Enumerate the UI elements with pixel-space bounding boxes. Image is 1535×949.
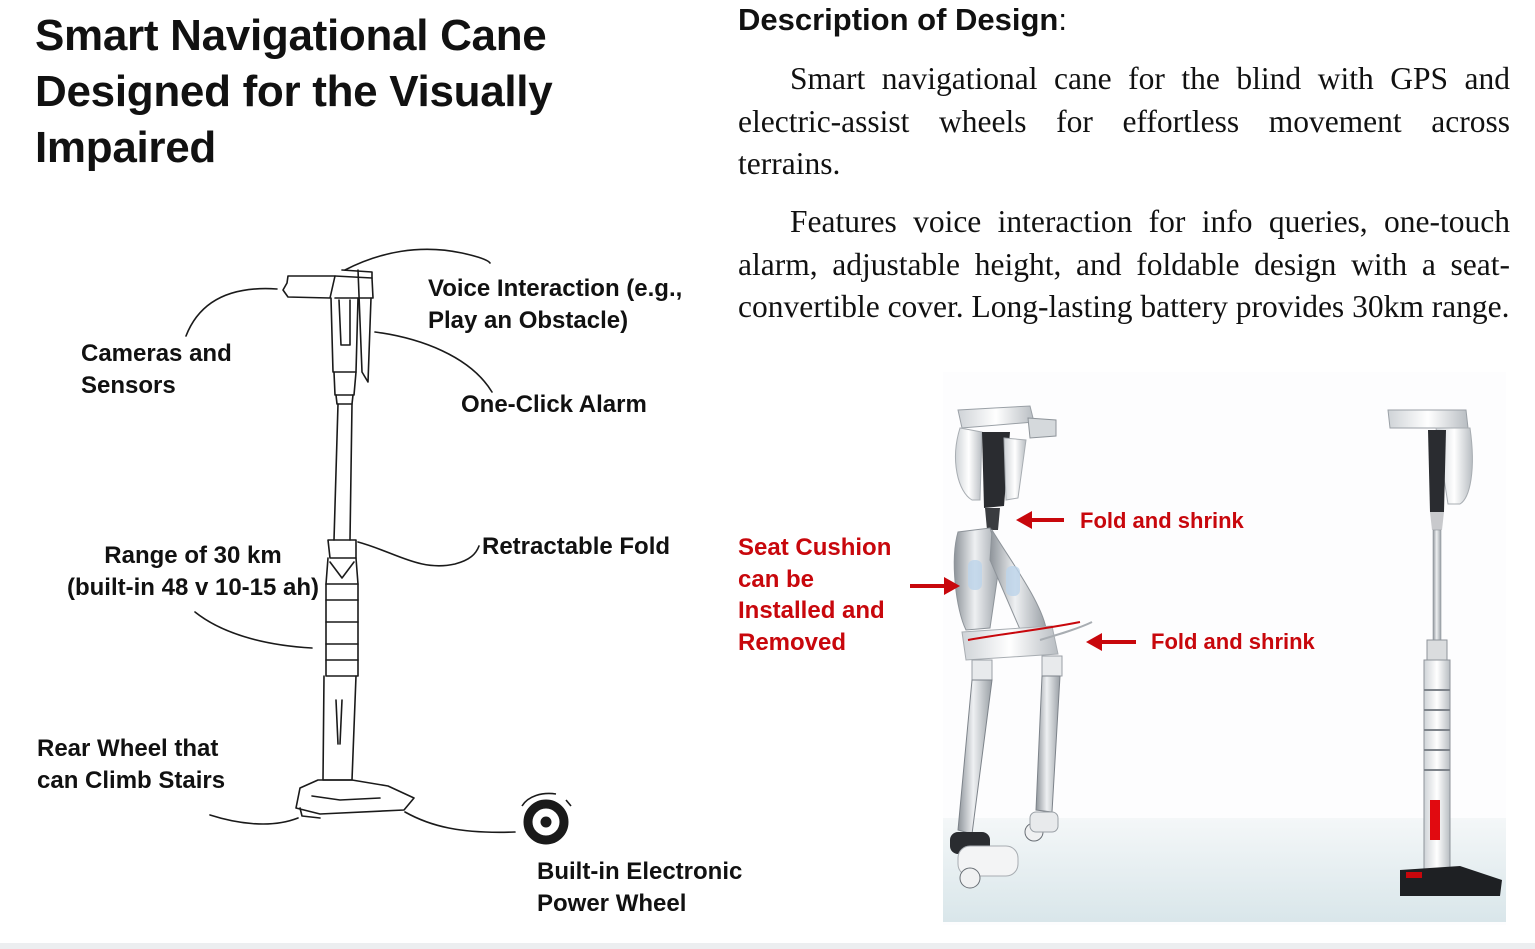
- label-seat-cushion-line-2: can be: [738, 565, 815, 593]
- power-wheel-sketch: [521, 792, 572, 845]
- label-voice-interaction: Voice Interaction (e.g., Play an Obstacl…: [428, 273, 682, 336]
- description-paragraph-1: Smart navigational cane for the blind wi…: [738, 61, 1510, 181]
- label-seat-cushion-line-1: Seat Cushion: [738, 534, 892, 561]
- label-range-line-2: (built-in 48 v 10-15 ah): [66, 573, 320, 601]
- title-line-3: Impaired: [35, 123, 216, 172]
- label-range: Range of 30 km (built-in 48 v 10-15 ah): [36, 540, 350, 603]
- upright-cane-render: [1387, 409, 1502, 896]
- label-power-wheel-line-1: Built-in Electronic: [537, 858, 743, 885]
- label-fold-shrink-top: Fold and shrink: [1080, 508, 1244, 533]
- label-rear-wheel: Rear Wheel that can Climb Stairs: [37, 733, 225, 796]
- label-fold-shrink-bottom: Fold and shrink: [1151, 629, 1315, 654]
- label-cameras-sensors: Cameras and Sensors: [81, 338, 232, 401]
- label-retractable-fold: Retractable Fold: [482, 533, 671, 560]
- description-heading-text: Description of Design: [738, 2, 1059, 37]
- description-heading-colon: :: [1058, 2, 1067, 37]
- label-cameras-sensors-line-1: Cameras and: [81, 340, 232, 367]
- label-seat-cushion-line-3: Installed and: [738, 597, 885, 624]
- title-line-1: Smart Navigational Cane: [35, 11, 547, 60]
- label-range-line-1: Range of 30 km: [104, 542, 282, 569]
- label-seat-cushion-line-4: Removed: [738, 628, 847, 656]
- description-paragraph-2: Features voice interaction for info quer…: [738, 204, 1510, 324]
- description-heading: Description of Design:: [738, 2, 1067, 38]
- cane-sketch-illustration: [185, 248, 572, 845]
- label-power-wheel: Built-in Electronic Power Wheel: [537, 856, 742, 919]
- label-voice-interaction-line-1: Voice Interaction (e.g.,: [428, 275, 683, 302]
- folded-cane-render: [950, 405, 1093, 889]
- label-one-click-alarm: One-Click Alarm: [461, 391, 647, 418]
- label-rear-wheel-line-2: can Climb Stairs: [37, 766, 226, 794]
- page-title: Smart Navigational Cane Designed for the…: [35, 8, 675, 176]
- label-rear-wheel-line-1: Rear Wheel that: [37, 735, 219, 762]
- bottom-divider: [0, 943, 1535, 949]
- label-power-wheel-line-2: Power Wheel: [537, 889, 687, 917]
- label-cameras-sensors-line-2: Sensors: [81, 371, 176, 399]
- title-line-2: Designed for the Visually: [35, 67, 553, 116]
- label-voice-interaction-line-2: Play an Obstacle): [428, 306, 629, 334]
- label-seat-cushion: Seat Cushion can be Installed and Remove…: [738, 532, 891, 658]
